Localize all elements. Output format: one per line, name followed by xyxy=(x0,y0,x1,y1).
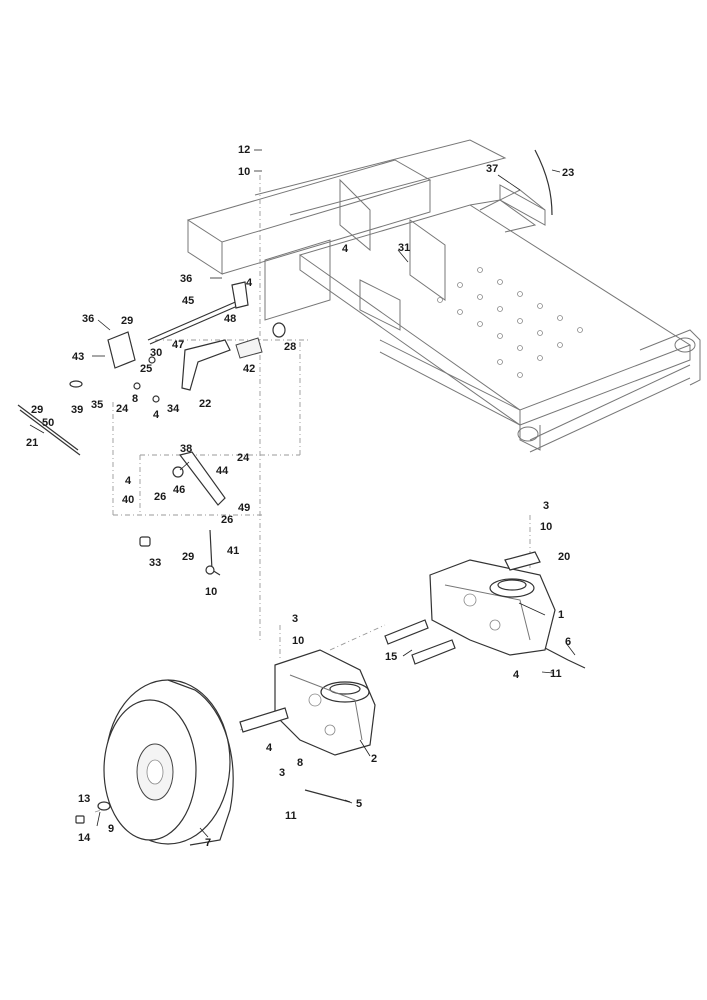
callout-9: 9 xyxy=(108,823,114,835)
callout-10: 10 xyxy=(238,166,250,178)
callout-43: 43 xyxy=(72,351,84,363)
callout-47: 47 xyxy=(172,339,184,351)
callout-33: 33 xyxy=(149,557,161,569)
callout-7: 7 xyxy=(205,837,211,849)
callout-41: 41 xyxy=(227,545,239,557)
callout-24: 24 xyxy=(237,452,250,464)
callout-26: 26 xyxy=(221,514,233,526)
callout-36: 36 xyxy=(180,273,192,285)
callout-30: 30 xyxy=(150,347,162,359)
callout-6: 6 xyxy=(565,636,571,648)
callout-15: 15 xyxy=(385,651,397,663)
callout-38: 38 xyxy=(180,443,192,455)
chassis-frame xyxy=(186,139,701,453)
callout-1: 1 xyxy=(558,609,564,621)
callout-34: 34 xyxy=(167,403,180,415)
callout-3: 3 xyxy=(279,767,285,779)
callout-4: 4 xyxy=(125,475,132,487)
callout-8: 8 xyxy=(297,757,303,769)
callout-45: 45 xyxy=(182,295,194,307)
callout-13: 13 xyxy=(78,793,90,805)
callout-4: 4 xyxy=(513,669,520,681)
callout-4: 4 xyxy=(266,742,273,754)
assembly-lines xyxy=(94,175,531,813)
callout-4: 4 xyxy=(153,409,160,421)
callout-10: 10 xyxy=(205,586,217,598)
callout-25: 25 xyxy=(140,363,152,375)
callout-39: 39 xyxy=(71,404,83,416)
callout-10: 10 xyxy=(540,521,552,533)
callout-35: 35 xyxy=(91,399,103,411)
callout-36: 36 xyxy=(82,313,94,325)
callout-50: 50 xyxy=(42,417,54,429)
callout-29: 29 xyxy=(121,315,133,327)
callout-14: 14 xyxy=(78,832,91,844)
transaxle-left xyxy=(239,649,376,803)
leader-lines xyxy=(29,149,576,838)
callout-5: 5 xyxy=(356,798,362,810)
callout-8: 8 xyxy=(132,393,138,405)
linkage-parts xyxy=(17,281,286,576)
callout-48: 48 xyxy=(224,313,236,325)
callout-20: 20 xyxy=(558,551,570,563)
callout-21: 21 xyxy=(26,437,38,449)
callout-12: 12 xyxy=(238,144,250,156)
callout-2: 2 xyxy=(371,753,377,765)
callout-49: 49 xyxy=(238,502,250,514)
callout-labels: 12 10 37 23 4 31 36 4 45 36 29 48 28 43 … xyxy=(26,144,574,849)
callout-37: 37 xyxy=(486,163,498,175)
callout-23: 23 xyxy=(562,167,574,179)
callout-26: 26 xyxy=(154,491,166,503)
callout-46: 46 xyxy=(173,484,185,496)
callout-44: 44 xyxy=(216,465,229,477)
callout-22: 22 xyxy=(199,398,211,410)
callout-29: 29 xyxy=(182,551,194,563)
callout-3: 3 xyxy=(292,613,298,625)
deck-holes xyxy=(437,267,583,378)
callout-31: 31 xyxy=(398,242,410,254)
callout-40: 40 xyxy=(122,494,134,506)
transaxle-right xyxy=(384,551,586,669)
callout-29: 29 xyxy=(31,404,43,416)
callout-10: 10 xyxy=(292,635,304,647)
wheel-tire xyxy=(75,679,234,846)
callout-4: 4 xyxy=(246,277,253,289)
callout-24: 24 xyxy=(116,403,129,415)
callout-3: 3 xyxy=(543,500,549,512)
callout-11: 11 xyxy=(285,810,297,822)
callout-4: 4 xyxy=(342,243,349,255)
callout-42: 42 xyxy=(243,363,255,375)
callout-28: 28 xyxy=(284,341,296,353)
callout-11: 11 xyxy=(550,668,562,680)
